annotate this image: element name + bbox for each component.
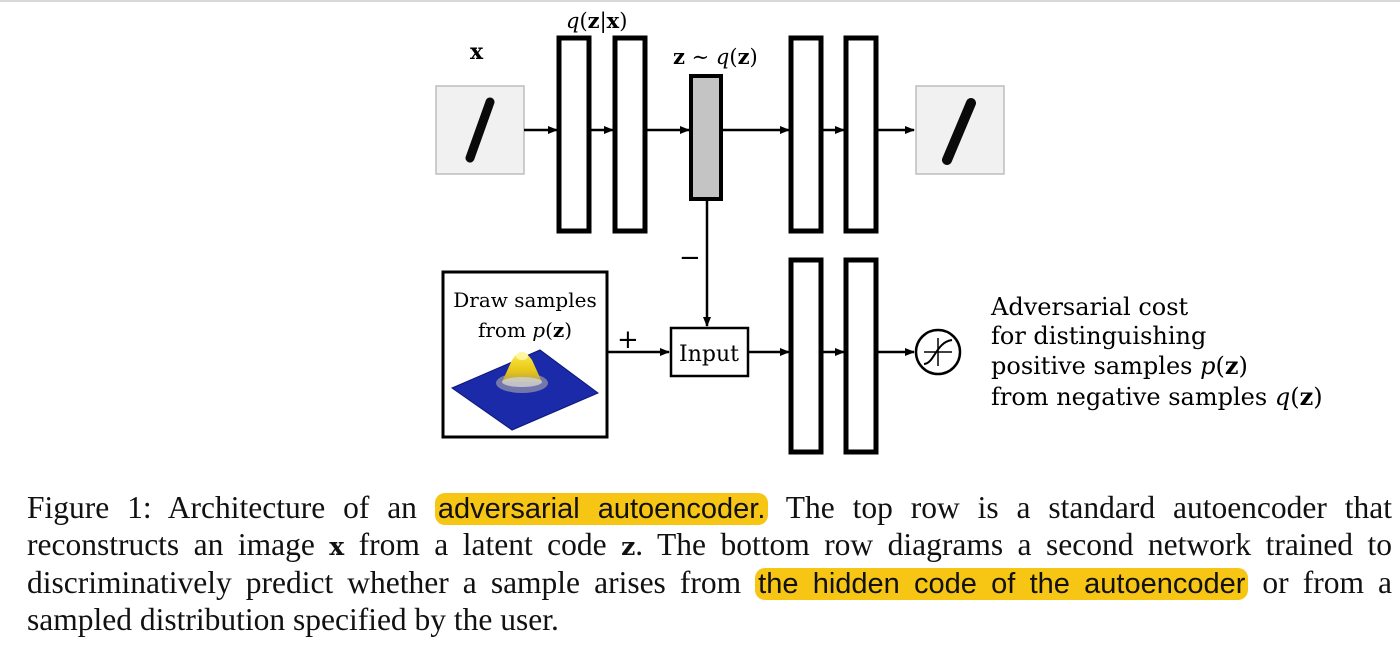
caption-text-2: The top row is a standard autoencoder th… xyxy=(27,490,1392,562)
prior-distribution-plot xyxy=(450,349,599,431)
input-x-label: x xyxy=(470,39,484,65)
encoder-label: q(z|x) xyxy=(566,8,627,34)
sampler-label-line1: Draw samples xyxy=(453,288,596,312)
figure-caption: Figure 1: Architecture of an adversarial… xyxy=(27,490,1392,638)
decoder-layer-1 xyxy=(788,35,824,234)
top-row-arrows xyxy=(524,126,915,327)
adversarial-cost-line4: from negative samples q(z) xyxy=(991,382,1323,411)
discriminator-layer-2 xyxy=(843,257,879,455)
caption-var-x: x xyxy=(329,532,345,561)
caption-text-4: . The bottom row diagrams a second netwo… xyxy=(27,527,1392,600)
sigmoid-output-node xyxy=(914,328,962,376)
adversarial-cost-line2: for distinguishing xyxy=(991,322,1206,350)
reconstructed-digit-image xyxy=(915,85,1005,175)
discriminator-input-box xyxy=(669,326,750,378)
discriminator-layer-1 xyxy=(788,257,824,455)
encoder-layer-2 xyxy=(612,35,648,234)
aae-architecture-diagram: x q(z|x) z ∼ q(z) − Draw samples from p(… xyxy=(435,8,1323,455)
negative-sign: − xyxy=(679,243,701,273)
caption-text-1: Figure 1: Architecture of an xyxy=(27,490,435,525)
input-digit-image xyxy=(435,85,525,175)
latent-code-label: z ∼ q(z) xyxy=(673,44,758,69)
sampler-label-line2: from p(z) xyxy=(478,318,572,342)
encoder-layer-1 xyxy=(556,35,592,234)
page-top-rule xyxy=(0,0,1400,2)
caption-highlight-hidden-code: the hidden code of the autoencoder xyxy=(755,568,1249,600)
caption-text-3: from a latent code xyxy=(344,527,622,562)
caption-text-5: or from a sampled distribution specified… xyxy=(27,565,1392,637)
adversarial-cost-line1: Adversarial cost xyxy=(990,293,1189,321)
adversarial-cost-line3: positive samples p(z) xyxy=(991,351,1248,380)
positive-sign: + xyxy=(617,325,639,355)
caption-var-z: z xyxy=(621,532,636,561)
discriminator-input-label: Input xyxy=(679,342,739,367)
latent-code-layer xyxy=(689,74,723,201)
caption-highlight-adversarial-autoencoder: adversarial autoencoder. xyxy=(434,493,769,525)
decoder-layer-2 xyxy=(843,35,879,234)
